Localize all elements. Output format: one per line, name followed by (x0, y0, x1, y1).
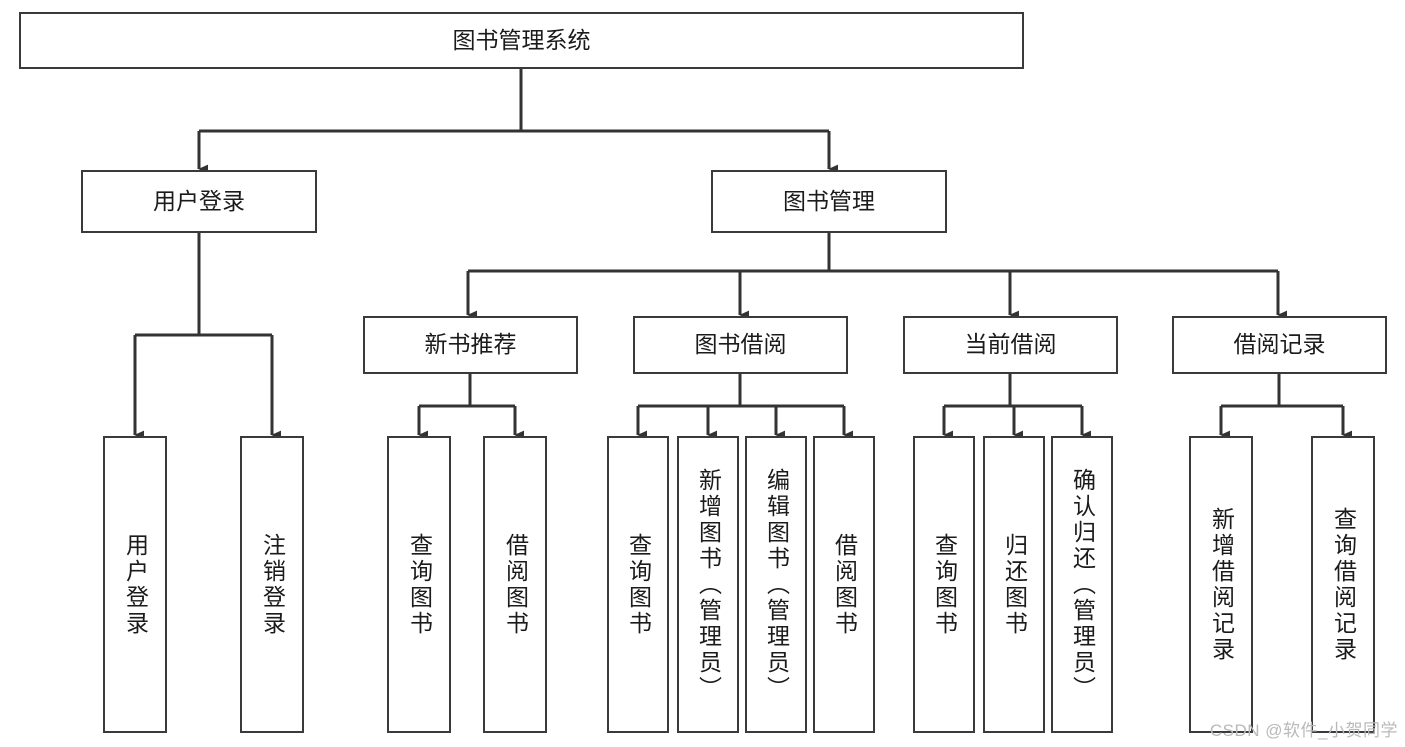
node-label: 新增图书（管理员） (695, 467, 722, 702)
leaf-query-books-recommend[interactable]: 查询图书 (387, 436, 451, 733)
leaf-edit-book-admin[interactable]: 编辑图书（管理员） (745, 436, 807, 733)
node-current-borrow[interactable]: 当前借阅 (903, 316, 1118, 374)
leaf-borrow-books-recommend[interactable]: 借阅图书 (483, 436, 547, 733)
node-label: 归还图书 (1001, 532, 1028, 637)
node-label: 图书管理 (783, 187, 875, 214)
leaf-add-borrow-record[interactable]: 新增借阅记录 (1189, 436, 1253, 733)
node-label: 图书借阅 (694, 331, 787, 358)
node-label: 用户登录 (153, 187, 245, 214)
node-label: 用户登录 (122, 532, 149, 637)
node-new-book-recommend[interactable]: 新书推荐 (363, 316, 578, 374)
node-label: 注销登录 (259, 532, 286, 637)
node-label: 查询图书 (625, 532, 652, 637)
node-label: 新书推荐 (424, 331, 517, 358)
leaf-query-books-borrow[interactable]: 查询图书 (607, 436, 669, 733)
leaf-query-books-current[interactable]: 查询图书 (913, 436, 975, 733)
node-user-login[interactable]: 用户登录 (81, 170, 317, 233)
leaf-query-borrow-record[interactable]: 查询借阅记录 (1311, 436, 1375, 733)
node-borrow-records[interactable]: 借阅记录 (1172, 316, 1387, 374)
leaf-return-book[interactable]: 归还图书 (983, 436, 1045, 733)
node-label: 查询图书 (931, 532, 958, 637)
leaf-confirm-return-admin[interactable]: 确认归还（管理员） (1051, 436, 1113, 733)
leaf-add-book-admin[interactable]: 新增图书（管理员） (677, 436, 739, 733)
node-book-management[interactable]: 图书管理 (711, 170, 947, 233)
leaf-borrow-book[interactable]: 借阅图书 (813, 436, 875, 733)
node-label: 图书管理系统 (452, 26, 591, 53)
node-label: 查询借阅记录 (1330, 506, 1357, 663)
node-label: 编辑图书（管理员） (763, 467, 790, 702)
node-label: 借阅图书 (831, 532, 858, 637)
leaf-user-login[interactable]: 用户登录 (103, 436, 167, 733)
node-root[interactable]: 图书管理系统 (19, 12, 1024, 69)
node-label: 确认归还（管理员） (1069, 467, 1096, 702)
leaf-logout[interactable]: 注销登录 (240, 436, 304, 733)
node-label: 当前借阅 (964, 331, 1057, 358)
watermark: CSDN @软件_小贺同学 (1209, 721, 1398, 740)
node-label: 查询图书 (406, 532, 433, 637)
node-label: 新增借阅记录 (1208, 506, 1235, 663)
node-label: 借阅记录 (1233, 331, 1326, 358)
node-book-borrow[interactable]: 图书借阅 (633, 316, 848, 374)
node-label: 借阅图书 (502, 532, 529, 637)
